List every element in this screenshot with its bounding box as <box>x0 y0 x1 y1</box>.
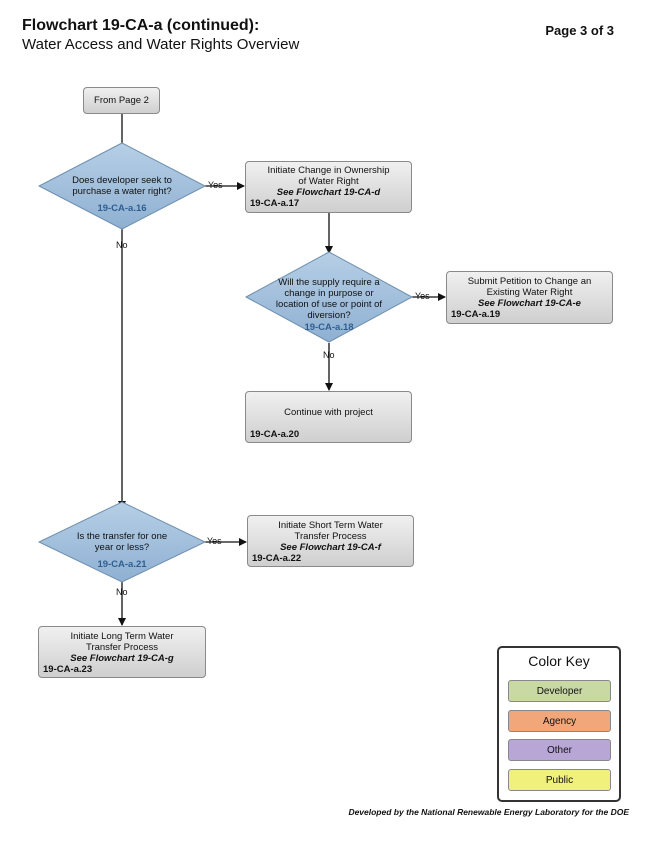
decision-21-text: Is the transfer for one year or less? 19… <box>72 531 172 570</box>
color-key-title: Color Key <box>528 653 590 669</box>
node-20-id: 19-CA-a.20 <box>250 429 300 440</box>
node-19-text: Submit Petition to Change an Existing Wa… <box>467 276 592 298</box>
color-key: Color Key Developer Agency Other Public <box>497 646 621 802</box>
decision-18-question: Will the supply require a change in purp… <box>275 277 383 321</box>
node-17-id: 19-CA-a.17 <box>250 198 300 209</box>
edge-label-yes-18: Yes <box>415 291 430 301</box>
decision-diamond-18 <box>244 251 414 343</box>
edge-label-no-16: No <box>116 240 128 250</box>
decision-diamond-16 <box>37 142 207 230</box>
footer-credit: Developed by the National Renewable Ener… <box>348 807 629 817</box>
decision-16-id: 19-CA-a.16 <box>97 203 147 214</box>
node-23-id: 19-CA-a.23 <box>43 664 93 675</box>
decision-18-text: Will the supply require a change in purp… <box>274 277 384 333</box>
decision-16-question: Does developer seek to purchase a water … <box>72 175 172 197</box>
node-17-ref: See Flowchart 19-CA-d <box>276 187 381 198</box>
color-key-agency: Agency <box>508 710 611 732</box>
page-title: Flowchart 19-CA-a (continued): <box>22 17 260 34</box>
node-19-ca-a-22: Initiate Short Term Water Transfer Proce… <box>247 515 414 567</box>
node-19-ca-a-23: Initiate Long Term Water Transfer Proces… <box>38 626 206 678</box>
decision-16-text: Does developer seek to purchase a water … <box>62 175 182 214</box>
edge-label-yes-16: Yes <box>208 180 223 190</box>
decision-21-id: 19-CA-a.21 <box>97 559 147 570</box>
node-22-text: Initiate Short Term Water Transfer Proce… <box>278 520 383 542</box>
node-19-ca-a-20: Continue with project 19-CA-a.20 <box>245 391 412 443</box>
page-subtitle: Water Access and Water Rights Overview <box>22 36 300 53</box>
node-23-ref: See Flowchart 19-CA-g <box>70 653 174 664</box>
node-17-text: Initiate Change in Ownership of Water Ri… <box>267 165 390 187</box>
node-22-id: 19-CA-a.22 <box>252 553 302 564</box>
decision-18-id: 19-CA-a.18 <box>304 322 354 333</box>
node-19-id: 19-CA-a.19 <box>451 309 501 320</box>
node-19-ca-a-17: Initiate Change in Ownership of Water Ri… <box>245 161 412 213</box>
decision-diamond-21 <box>37 501 207 583</box>
node-from-page-2: From Page 2 <box>83 87 160 114</box>
node-20-text: Continue with project <box>284 407 373 418</box>
edge-label-no-18: No <box>323 350 335 360</box>
edge-label-yes-21: Yes <box>207 536 222 546</box>
page-number: Page 3 of 3 <box>545 23 614 38</box>
edge-label-no-21: No <box>116 587 128 597</box>
decision-21-question: Is the transfer for one year or less? <box>76 531 168 553</box>
node-19-ref: See Flowchart 19-CA-e <box>478 298 581 309</box>
color-key-developer: Developer <box>508 680 611 702</box>
node-from-page-2-label: From Page 2 <box>94 95 149 106</box>
color-key-other: Other <box>508 739 611 761</box>
node-19-ca-a-19: Submit Petition to Change an Existing Wa… <box>446 271 613 324</box>
node-23-text: Initiate Long Term Water Transfer Proces… <box>70 631 174 653</box>
node-22-ref: See Flowchart 19-CA-f <box>280 542 381 553</box>
color-key-public: Public <box>508 769 611 791</box>
